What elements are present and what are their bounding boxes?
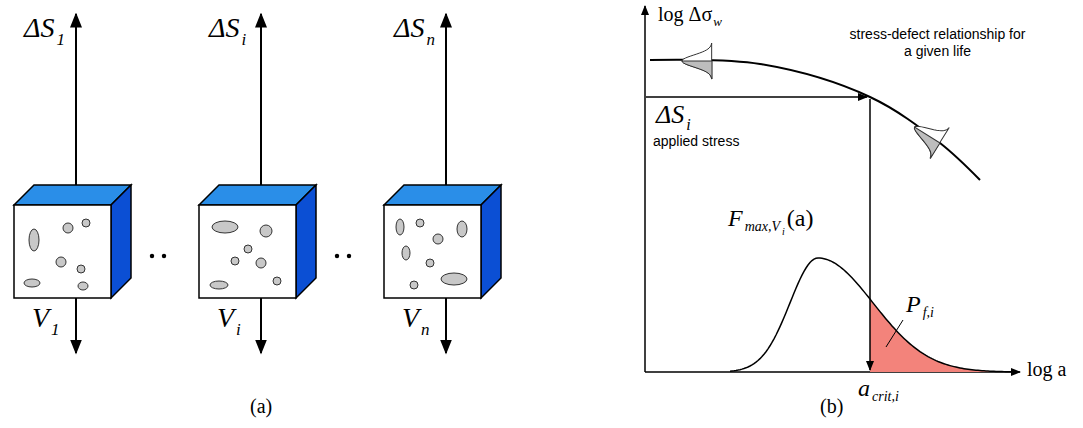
ellipsis-dot	[347, 254, 351, 258]
defect	[78, 282, 88, 290]
axis-label: log Δσ	[658, 4, 712, 24]
defect	[433, 234, 443, 244]
defect	[457, 221, 467, 237]
scatter-outline	[682, 43, 712, 79]
cube	[384, 14, 501, 353]
volume-label: V	[32, 304, 49, 332]
defect	[273, 277, 281, 285]
panel-caption: (a)	[250, 396, 272, 416]
defect	[441, 273, 467, 285]
defect	[212, 221, 238, 233]
defect	[24, 279, 40, 287]
subscript: i	[241, 31, 246, 48]
stress-label: ΔS	[209, 14, 239, 42]
axis-label: log a	[1027, 359, 1066, 379]
subscript: n	[426, 31, 435, 48]
leader-line	[886, 320, 903, 347]
subscript: w	[713, 15, 722, 28]
scatter-band	[905, 112, 950, 158]
cube-front	[384, 205, 481, 298]
defect	[210, 281, 228, 289]
ellipsis-dot	[162, 254, 166, 258]
stress-label: ΔS	[656, 102, 684, 128]
ellipsis-dot	[150, 254, 154, 258]
subscript: max,V	[745, 220, 780, 234]
subscript: f,i	[923, 306, 934, 320]
defect	[260, 225, 272, 237]
cube	[199, 14, 316, 353]
cube-side	[296, 185, 316, 298]
cube-side	[481, 185, 501, 298]
panel-caption: (b)	[820, 396, 843, 416]
load-arrow	[445, 298, 447, 353]
scatter-outline	[905, 112, 949, 158]
cube-front	[14, 205, 111, 298]
critical-size-arrow	[869, 99, 871, 370]
scatter-fill	[905, 127, 940, 158]
subscript: 1	[56, 31, 65, 48]
failure-area	[870, 299, 1012, 372]
defect	[29, 229, 39, 251]
subscript: n	[421, 321, 430, 338]
stress-defect-curve	[650, 60, 980, 180]
defect	[410, 281, 418, 289]
defect-distribution	[730, 258, 1012, 372]
defect	[256, 258, 266, 268]
subscript: crit,i	[872, 390, 899, 404]
load-arrow	[445, 14, 447, 194]
stress-arrow	[646, 96, 867, 98]
y-axis	[644, 6, 646, 372]
defect	[82, 219, 90, 227]
distribution-argument: (a)	[787, 206, 814, 230]
cube-front	[199, 205, 296, 298]
volume-label: V	[217, 304, 234, 332]
defect	[63, 223, 73, 233]
stress-label: ΔS	[24, 14, 54, 42]
ellipsis-dot	[335, 254, 339, 258]
curve-note: stress-defect relationship for a given l…	[845, 26, 1030, 60]
load-arrow	[260, 298, 262, 353]
defect	[402, 246, 410, 260]
subscript: 1	[51, 321, 60, 338]
critical-size-label: a	[858, 376, 870, 400]
defect	[244, 245, 252, 253]
cube	[14, 14, 131, 353]
defect	[426, 259, 434, 267]
defect	[77, 265, 85, 273]
subscript: i	[686, 117, 690, 133]
defect	[396, 219, 404, 235]
load-arrow	[75, 298, 77, 353]
scatter-fill	[682, 61, 712, 79]
load-arrow	[75, 14, 77, 194]
distribution-label: F	[728, 206, 743, 230]
load-arrow	[260, 14, 262, 194]
cube-side	[111, 185, 131, 298]
defect	[416, 219, 424, 227]
probability-label: P	[906, 292, 921, 316]
scatter-band	[682, 43, 712, 79]
subscript: i	[782, 227, 785, 237]
stress-label: ΔS	[394, 14, 424, 42]
subscript: i	[236, 321, 241, 338]
volume-label: V	[402, 304, 419, 332]
defect	[231, 257, 239, 265]
stress-note: applied stress	[653, 134, 739, 148]
defect	[56, 257, 66, 267]
